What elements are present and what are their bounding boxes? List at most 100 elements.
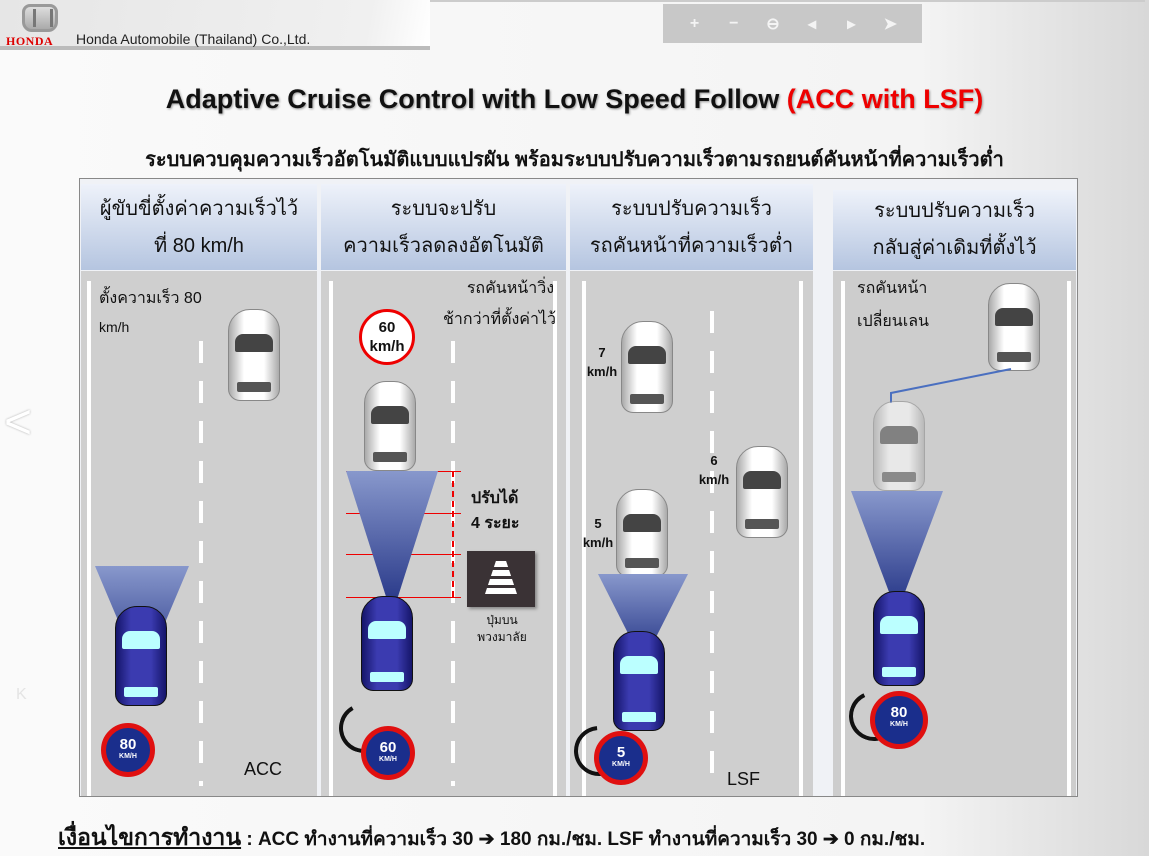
condition-label: เงื่อนไขการทำงาน [58, 824, 242, 850]
lane-divider [199, 341, 203, 786]
diagram-frame: ผู้ขับขี่ตั้งค่าความเร็วไว้ที่ 80 km/h ต… [79, 178, 1078, 797]
next-arrow-icon[interactable]: ▸ [847, 15, 856, 33]
speed-value: 5 [616, 744, 626, 761]
lane-line [87, 281, 91, 796]
viewer-toolbar: + − ⊖ ◂ ▸ ➤ [663, 4, 922, 43]
first-slide-button[interactable]: K [16, 686, 27, 703]
lane-divider [710, 311, 714, 786]
radar-cone [851, 491, 943, 601]
road: รถคันหน้าวิ่ง ช้ากว่าที่ตั้งค่าไว้ 60 km/… [321, 271, 566, 796]
speed-value: 80 [119, 736, 137, 753]
speed-label: 5 km/h [578, 514, 618, 552]
header-line: ความเร็วลดลงอัตโนมัติ [343, 235, 544, 257]
speed-unit: km/h [582, 535, 614, 550]
header-line: ที่ 80 km/h [154, 235, 244, 257]
mode-label: LSF [727, 769, 761, 789]
bubble-unit: km/h [369, 338, 405, 355]
lead-car [621, 321, 673, 413]
condition-text: : ACC ทำงานที่ความเร็ว 30 ➔ 180 กม./ชม. … [241, 829, 926, 850]
zoom-reset-icon[interactable]: ⊖ [766, 15, 780, 33]
lead-car [228, 309, 280, 401]
header-line: ระบบปรับความเร็ว [874, 200, 1035, 222]
slide-subtitle: ระบบควบคุมความเร็วอัตโนมัติแบบแปรผัน พร้… [145, 149, 1004, 171]
lane-line [582, 281, 586, 796]
header-line: กลับสู่ค่าเดิมที่ตั้งไว้ [872, 237, 1037, 259]
panel-header: ระบบจะปรับความเร็วลดลงอัตโนมัติ [321, 184, 566, 270]
slide-title: Adaptive Cruise Control with Low Speed F… [0, 84, 1149, 115]
panel-header: ผู้ขับขี่ตั้งค่าความเร็วไว้ที่ 80 km/h [81, 184, 317, 270]
distance-button-icon [467, 551, 535, 607]
button-label: ปุ่มบน [486, 613, 518, 627]
lane-line [799, 281, 803, 796]
prev-slide-button[interactable]: < [4, 396, 33, 449]
ghost-car [873, 401, 925, 491]
speed-value: 6 [710, 453, 718, 468]
panel-header: ระบบปรับความเร็วกลับสู่ค่าเดิมที่ตั้งไว้ [833, 190, 1076, 270]
zoom-out-button[interactable]: − [729, 14, 739, 32]
pointer-tool-icon[interactable]: ➤ [883, 15, 898, 33]
radar-cone [346, 471, 438, 601]
adjust-label: ปรับได้ [471, 490, 519, 507]
lead-car [616, 489, 668, 577]
header-bar [0, 0, 430, 50]
panel-resume-speed: ระบบปรับความเร็วกลับสู่ค่าเดิมที่ตั้งไว้… [833, 184, 1076, 796]
brand-wordmark: HONDA [6, 34, 54, 48]
lead-car [736, 446, 788, 538]
lane-line [329, 281, 333, 796]
adjust-label: 4 ระยะ [471, 515, 520, 532]
lane-change-line [890, 368, 1012, 403]
speed-value: 60 [379, 739, 397, 756]
speed-unit: km/h [586, 364, 618, 379]
lane-line [553, 281, 557, 796]
note: รถคันหน้าวิ่ง [466, 280, 554, 297]
header-line: ผู้ขับขี่ตั้งค่าความเร็วไว้ [99, 198, 299, 220]
speed-label: 6 km/h [694, 451, 734, 489]
header-line: ระบบจะปรับ [390, 198, 497, 220]
header-line: ระบบปรับความเร็ว [611, 198, 772, 220]
lane-line [841, 281, 845, 796]
header-line: รถคันหน้าที่ความเร็วต่ำ [589, 235, 794, 257]
lead-car [988, 283, 1040, 371]
bubble-value: 60 [378, 319, 396, 336]
mode-label: ACC [244, 759, 283, 779]
ego-car [115, 606, 167, 706]
panel-header: ระบบปรับความเร็วรถคันหน้าที่ความเร็วต่ำ [570, 184, 813, 270]
speed-value: 80 [890, 704, 908, 721]
speed-bubble: 60 km/h [359, 309, 415, 365]
note: รถคันหน้า [857, 280, 928, 297]
speed-unit: KM/H [119, 753, 137, 760]
speed-label: 7 km/h [582, 343, 622, 381]
zoom-in-button[interactable]: + [689, 14, 700, 32]
company-name: Honda Automobile (Thailand) Co.,Ltd. [76, 31, 311, 47]
lead-car [364, 381, 416, 471]
distance-arrow [452, 471, 454, 597]
note: เปลี่ยนเลน [857, 313, 929, 330]
top-border [95, 0, 1145, 2]
honda-logo [22, 4, 58, 32]
panel-auto-decrease: ระบบจะปรับความเร็วลดลงอัตโนมัติ รถคันหน้… [321, 184, 566, 796]
speed-value: 7 [598, 345, 606, 360]
panel-low-speed-follow: ระบบปรับความเร็วรถคันหน้าที่ความเร็วต่ำ … [563, 184, 813, 796]
panel-set-speed: ผู้ขับขี่ตั้งค่าความเร็วไว้ที่ 80 km/h ต… [81, 184, 317, 796]
ego-car [873, 591, 925, 686]
speed-unit: KM/H [890, 721, 908, 728]
ego-car [613, 631, 665, 731]
speed-unit: KM/H [379, 756, 397, 763]
ego-car [361, 596, 413, 691]
title-accent: (ACC with LSF) [786, 84, 984, 114]
note: ช้ากว่าที่ตั้งค่าไว้ [443, 311, 556, 328]
note: ตั้งความเร็ว 80 [99, 290, 202, 307]
previous-arrow-icon[interactable]: ◂ [808, 15, 817, 33]
button-label: พวงมาลัย [477, 630, 527, 644]
title-main: Adaptive Cruise Control with Low Speed F… [165, 84, 787, 114]
speed-unit: km/h [698, 472, 730, 487]
speed-value: 5 [594, 516, 602, 531]
operating-conditions: เงื่อนไขการทำงาน : ACC ทำงานที่ความเร็ว … [58, 820, 925, 856]
